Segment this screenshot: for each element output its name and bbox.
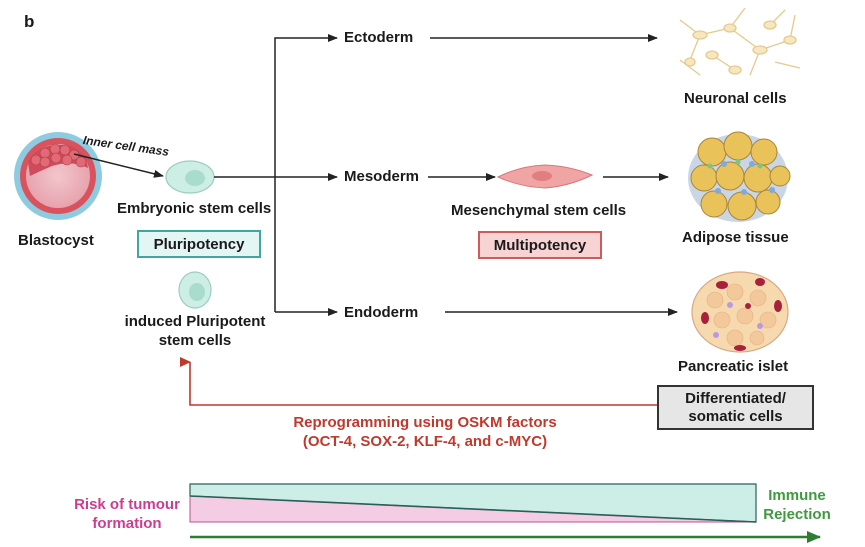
ectoderm-label: Ectoderm: [344, 29, 414, 46]
inner-cell-mass-arrow: [73, 153, 164, 178]
panel-label: b: [24, 12, 35, 31]
multipotency-box: Multipotency: [478, 231, 602, 259]
differentiated-box: Differentiated/ somatic cells: [657, 385, 814, 430]
adipose-tissue-illustration: [688, 131, 791, 222]
embryonic-stem-cells-label: Embryonic stem cells: [117, 200, 272, 217]
differentiated-line2: somatic cells: [688, 407, 783, 425]
blastocyst-illustration: [14, 132, 102, 220]
mesenchymal-cell-illustration: [496, 164, 594, 189]
endoderm-label: Endoderm: [344, 304, 419, 321]
ipsc-label-line1: induced Pluripotent: [124, 313, 266, 330]
pluripotency-box: Pluripotency: [137, 230, 261, 258]
embryonic-stem-cell-illustration: [165, 160, 215, 194]
tumour-risk-label: Risk of tumour formation: [66, 495, 188, 533]
ipsc-label-line2: stem cells: [158, 332, 232, 349]
blastocyst-label: Blastocyst: [18, 232, 94, 249]
differentiation-arrows: [428, 34, 678, 316]
multipotency-label: Multipotency: [493, 236, 587, 254]
mesenchymal-label: Mesenchymal stem cells: [451, 202, 627, 219]
immune-rejection-line1: Immune: [768, 487, 826, 504]
adipose-tissue-label: Adipose tissue: [682, 229, 789, 246]
immune-rejection-line2: Rejection: [763, 506, 831, 523]
mesoderm-label: Mesoderm: [344, 168, 420, 185]
pancreatic-islet-illustration: [691, 271, 789, 353]
ipsc-label: induced Pluripotent stem cells: [110, 312, 280, 350]
tumour-risk-line2: formation: [92, 515, 162, 532]
pancreatic-islet-label: Pancreatic islet: [678, 358, 789, 375]
immune-rejection-label: Immune Rejection: [757, 486, 837, 524]
reprogramming-line2: (OCT-4, SOX-2, KLF-4, and c-MYC): [302, 433, 548, 450]
neuronal-cells-label: Neuronal cells: [684, 90, 787, 107]
germ-layer-branches: [214, 34, 338, 316]
ipsc-cell-illustration: [178, 271, 212, 309]
differentiated-line1: Differentiated/: [685, 389, 786, 407]
risk-gradient-bar: [189, 483, 757, 523]
reprogramming-arrow: [180, 357, 657, 406]
neuronal-cells-illustration: [679, 7, 801, 76]
tumour-risk-line1: Risk of tumour: [74, 496, 180, 513]
reprogramming-label: Reprogramming using OSKM factors (OCT-4,…: [250, 413, 600, 451]
reprogramming-line1: Reprogramming using OSKM factors: [293, 414, 557, 431]
pluripotency-label: Pluripotency: [153, 235, 245, 253]
